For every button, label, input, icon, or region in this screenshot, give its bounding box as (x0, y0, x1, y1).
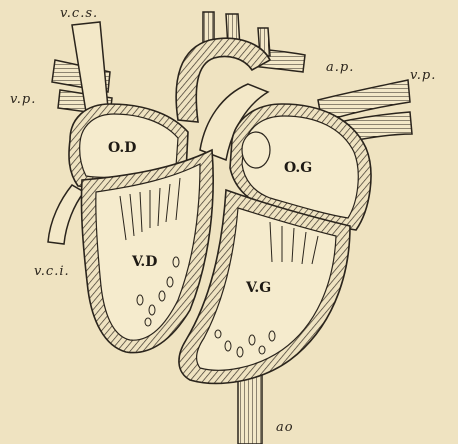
vena-cava-inferior (48, 185, 84, 244)
label-aorta: ao (276, 420, 294, 435)
label-pulmonary-vein-left: v.p. (10, 92, 36, 107)
label-right-ventricle: V.D (132, 254, 157, 270)
label-pulmonary-artery: a.p. (326, 60, 354, 75)
label-left-ventricle: V.G (246, 280, 271, 296)
pulmonary-vein-opening (242, 132, 270, 168)
label-vena-cava-inferior: v.c.i. (34, 264, 70, 279)
label-pulmonary-vein-right: v.p. (410, 68, 436, 83)
label-left-atrium: O.G (284, 160, 312, 176)
label-right-atrium: O.D (108, 140, 136, 156)
label-vena-cava-superior: v.c.s. (60, 6, 98, 21)
